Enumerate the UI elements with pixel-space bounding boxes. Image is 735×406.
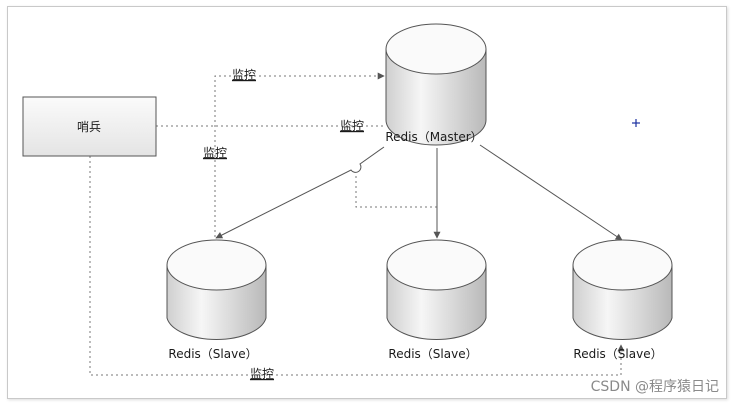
slave-1-label: Redis（Slave） bbox=[168, 347, 257, 361]
monitor-line-to-middle-slave bbox=[355, 176, 437, 208]
slave-node-1: Redis（Slave） bbox=[166, 239, 267, 361]
master-node: Redis（Master） bbox=[385, 23, 487, 146]
slave-2-cylinder-top bbox=[386, 239, 487, 291]
slave-1-cylinder-top bbox=[166, 239, 267, 291]
monitor-lines bbox=[89, 72, 625, 376]
slave-3-cylinder-top bbox=[572, 239, 673, 291]
monitor-line-to-right-slave bbox=[89, 156, 625, 376]
sentinel-label: 哨兵 bbox=[77, 119, 101, 134]
replication-arrows bbox=[215, 144, 623, 241]
monitor-label-middle: 监控 bbox=[340, 119, 364, 133]
master-label: Redis（Master） bbox=[385, 130, 482, 144]
monitor-label-top: 监控 bbox=[232, 68, 256, 82]
sentinel-box bbox=[22, 96, 157, 157]
slave-node-2: Redis（Slave） bbox=[386, 239, 487, 361]
master-cylinder-top bbox=[385, 23, 487, 75]
monitor-label-left: 监控 bbox=[203, 146, 227, 160]
slave-node-3: Redis（Slave） bbox=[572, 239, 673, 361]
sentinel-node: 哨兵 bbox=[22, 96, 157, 157]
slave-3-label: Redis（Slave） bbox=[573, 347, 662, 361]
monitor-line-to-master bbox=[214, 72, 385, 237]
replication-arrow-right bbox=[479, 144, 623, 241]
crosshair-cursor-icon bbox=[632, 119, 640, 127]
master-cylinder-body bbox=[385, 49, 487, 146]
slave-2-label: Redis（Slave） bbox=[388, 347, 477, 361]
watermark-text: CSDN @程序猿日记 bbox=[591, 379, 719, 395]
replication-arrow-left bbox=[215, 146, 385, 239]
monitor-label-bottom: 监控 bbox=[250, 367, 274, 381]
